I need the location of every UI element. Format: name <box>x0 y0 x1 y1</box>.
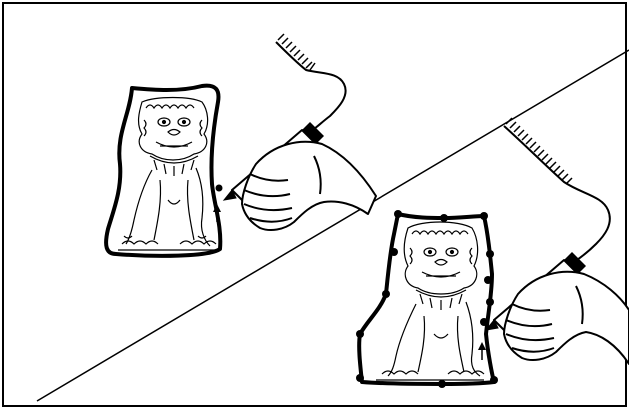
stylus-cord <box>276 42 346 132</box>
arrow-icon-2 <box>478 342 486 360</box>
hand-icon <box>242 142 376 230</box>
lion-dog-figure <box>118 98 216 251</box>
panel-freehand <box>106 34 376 256</box>
stylus-cord-2 <box>504 126 610 262</box>
hand-icon-2 <box>504 272 629 364</box>
trace-point <box>216 185 223 192</box>
cord-coil <box>278 34 315 70</box>
trace-outline-point <box>359 214 494 384</box>
trace-outline-freehand <box>106 86 220 256</box>
cord-coil-2 <box>506 118 572 184</box>
figure-frame <box>2 2 627 407</box>
panel-point <box>356 118 629 388</box>
trace-points <box>356 210 498 388</box>
illustration <box>4 4 629 409</box>
